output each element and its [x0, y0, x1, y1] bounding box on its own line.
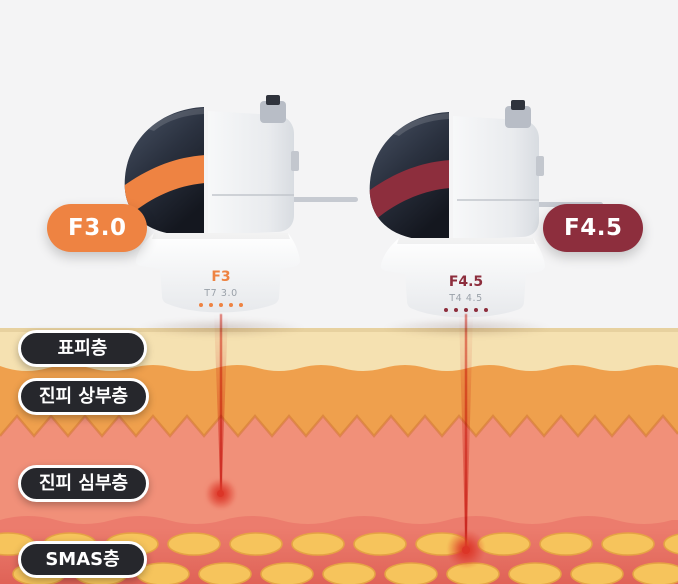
label-epidermis: 표피층: [18, 330, 147, 367]
papillae-outline: [0, 414, 678, 438]
cartridge-illustration-f3: F3 T7 3.0: [124, 95, 358, 313]
cartridge-body: [453, 116, 539, 240]
skirt-shadow: [397, 238, 535, 244]
connector-tip: [511, 100, 525, 110]
depth-badge-f45-label: F4.5: [564, 215, 623, 241]
cartridge-skirt: [135, 233, 300, 313]
cartridge-depth-text: T4 4.5: [448, 293, 483, 304]
hifu-cartridge-f3: F3 T7 3.0: [108, 95, 358, 335]
head-decor: [369, 113, 450, 220]
indicator-dots: [444, 308, 488, 312]
cartridge-illustration-f45: F4.5 T4 4.5: [369, 100, 603, 318]
skin-surface-line: [0, 328, 678, 332]
head-decor: [124, 108, 205, 215]
side-notch: [291, 151, 299, 171]
head-glare: [148, 108, 204, 131]
depth-badge-f45: F4.5: [543, 204, 644, 252]
beam-core-f30: [220, 314, 222, 494]
label-upper-dermis: 진피 상부층: [18, 378, 150, 415]
side-notch: [536, 156, 544, 176]
connector-tip: [266, 95, 280, 105]
cartridge-body: [208, 111, 294, 235]
skirt-shadow: [152, 233, 290, 239]
depth-badge-f30-label: F3.0: [68, 215, 127, 241]
accent-band: [369, 160, 450, 220]
accent-band: [124, 155, 205, 215]
label-deep-dermis: 진피 심부층: [18, 465, 150, 502]
depth-badge-f30: F3.0: [47, 204, 148, 252]
beam-core-f45: [465, 314, 467, 551]
layer-epidermis: [0, 328, 678, 371]
label-smas: SMAS층: [18, 541, 147, 578]
cartridge-depth-text: T7 3.0: [203, 288, 238, 299]
head-glare: [393, 113, 449, 136]
cartridge-skirt: [380, 238, 545, 318]
indicator-dots: [199, 303, 243, 307]
focal-point-f30: [217, 490, 224, 497]
connector-block: [260, 101, 286, 123]
cartridge-model-text: F3: [211, 269, 230, 285]
cartridge-model-text: F4.5: [449, 274, 483, 290]
focal-point-f45: [462, 546, 470, 554]
hifu-cartridge-f45: F4.5 T4 4.5: [353, 100, 603, 340]
connector-block: [505, 106, 531, 128]
